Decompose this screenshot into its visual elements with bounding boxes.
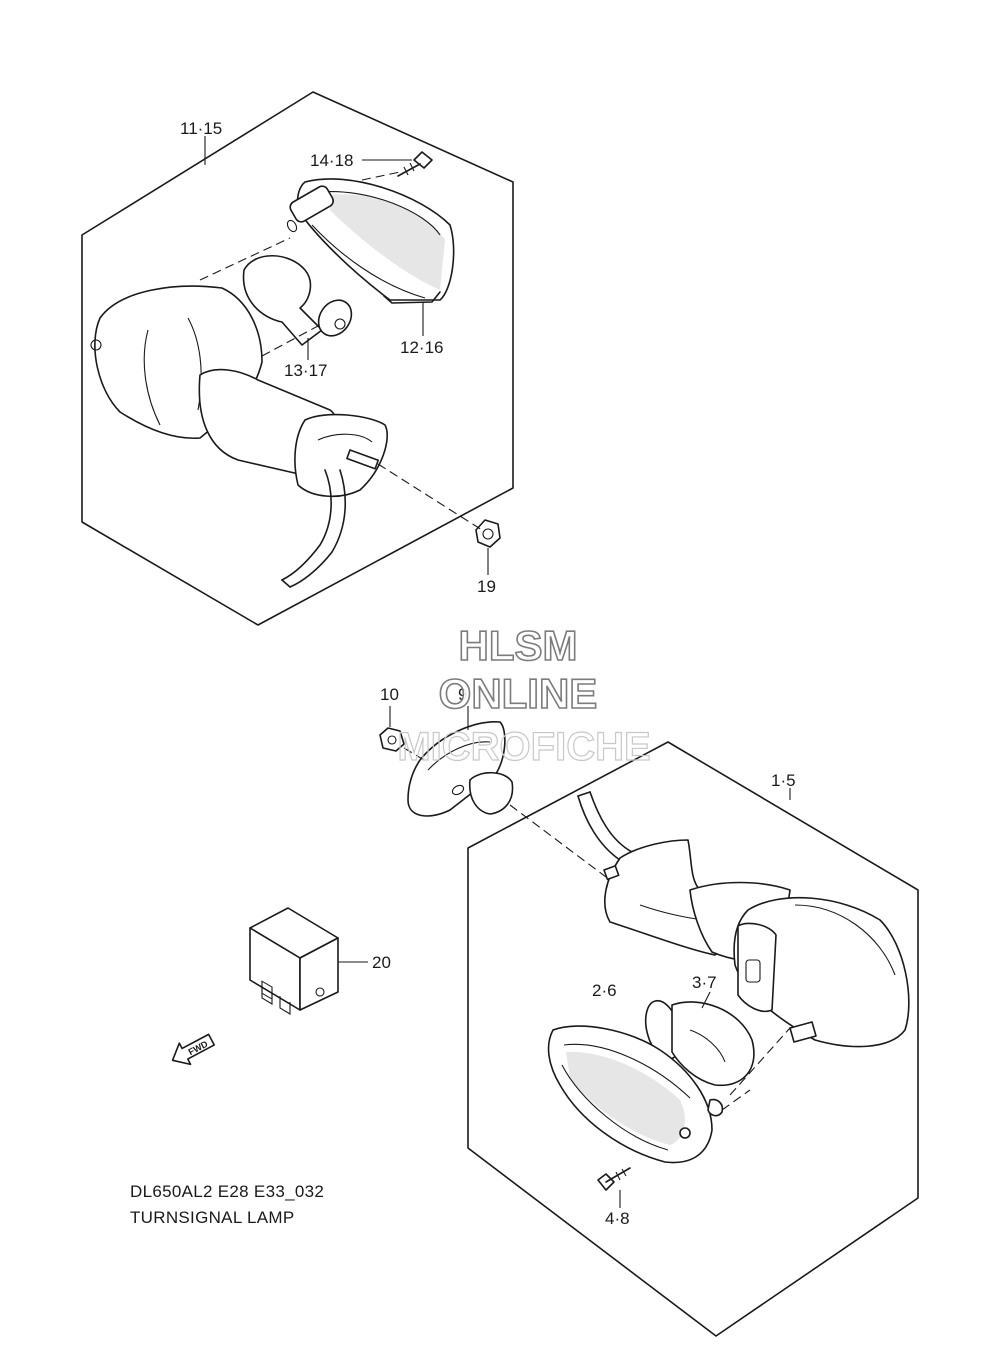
bottom-assembly-frame	[467, 741, 919, 1337]
callout-4-8: 4·8	[605, 1209, 630, 1228]
callout-11-15: 11·15	[180, 119, 222, 138]
diagram-title: TURNSIGNAL LAMP	[130, 1208, 294, 1227]
top-screw	[397, 151, 433, 177]
top-assembly-frame	[81, 91, 514, 626]
callout-9: 9	[458, 685, 467, 704]
bottom-screw	[597, 1167, 631, 1191]
callout-20: 20	[372, 953, 391, 972]
watermark-line-1: HLSM	[459, 622, 578, 669]
callout-10: 10	[380, 685, 399, 704]
bottom-bulb	[644, 999, 755, 1087]
top-explode-lines	[199, 171, 483, 531]
middle-explode-line-2	[403, 747, 425, 761]
callout-12-16: 12·16	[400, 338, 443, 357]
callout-1-5: 1·5	[771, 771, 796, 790]
top-bulb	[242, 254, 353, 346]
bottom-leaders	[619, 991, 711, 1208]
fwd-direction-arrow: FWD	[171, 1033, 216, 1066]
top-lens	[286, 178, 455, 304]
top-nut	[475, 519, 501, 548]
watermark-line-3: MICROFICHE	[397, 725, 650, 769]
middle-explode-line	[509, 804, 611, 881]
watermark-line-2: ONLINE	[439, 670, 598, 717]
top-leaders	[307, 159, 489, 575]
middle-nut	[379, 706, 405, 752]
callout-3-7: 3·7	[692, 973, 717, 992]
watermark: HLSM ONLINE MICROFICHE	[397, 621, 652, 769]
diagram-model-code: DL650AL2 E28 E33_032	[130, 1182, 324, 1201]
middle-mount-plate	[407, 706, 514, 817]
callout-19: 19	[477, 577, 496, 596]
bottom-lens	[547, 1025, 724, 1164]
bottom-explode-lines	[721, 1027, 791, 1111]
top-lamp-housing	[90, 285, 389, 588]
relay-unit	[249, 907, 368, 1015]
callout-14-18: 14·18	[310, 151, 353, 170]
bottom-lamp-housing	[577, 791, 910, 1048]
callout-2-6: 2·6	[592, 981, 617, 1000]
callout-13-17: 13·17	[284, 361, 327, 380]
